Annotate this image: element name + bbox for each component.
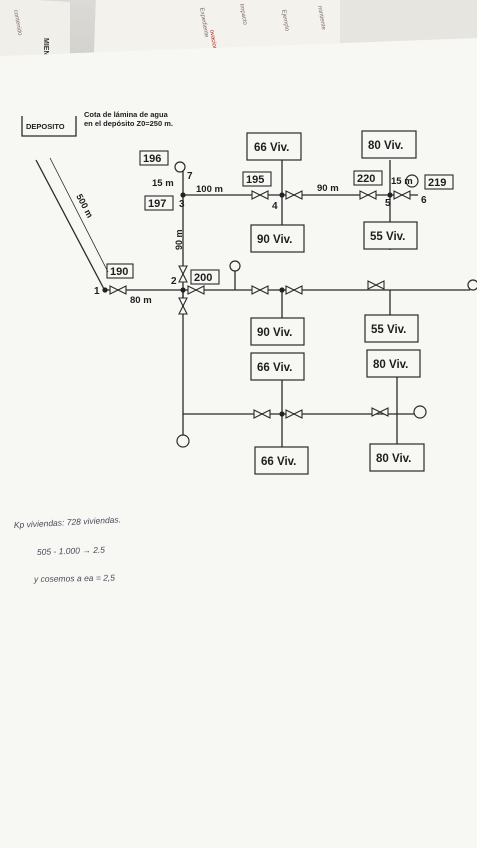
valve-main-far	[367, 280, 385, 290]
background-document: MIENTO Expediente mintiente Ejemplo Impa…	[12, 3, 326, 66]
deposit-note-line2: en el depósito Z0=250 m.	[84, 119, 173, 128]
block-box-bottom-right	[369, 443, 425, 472]
elevation-220: 220	[357, 173, 375, 185]
bg-doc-line: ovacion	[208, 29, 218, 50]
end-node-7	[174, 161, 186, 173]
handwritten-line-3: y cosemos a ea = 2,5	[33, 573, 115, 584]
elevation-219: 219	[428, 177, 446, 189]
pipe-0-1-guide	[49, 157, 109, 273]
valve-vertical-lower	[178, 297, 188, 315]
block-top-left: 66 Viv.	[254, 142, 289, 154]
length-1-2: 80 m	[130, 295, 152, 306]
block-top-right: 80 Viv.	[368, 140, 403, 152]
elevation-box-195	[242, 171, 272, 187]
block-mid-lower-right: 55 Viv.	[371, 324, 406, 336]
block-low-upper-right: 80 Viv.	[373, 359, 408, 371]
node-1-label: 1	[94, 286, 100, 297]
deposit-label: DEPOSITO	[26, 122, 65, 131]
length-3-7: 15 m	[152, 178, 174, 189]
length-3-4: 100 m	[196, 184, 223, 195]
valve-vertical-upper	[178, 265, 188, 283]
handwritten-line-2: 505 - 1.000 → 2.5	[37, 545, 106, 557]
deposit-note-line1: Cota de lámina de agua	[84, 110, 169, 119]
block-box-top-right	[361, 130, 417, 159]
length-0-1: 500 m	[74, 192, 95, 219]
junction-1	[102, 287, 108, 293]
handwritten-line-1: Kp viviendas: 728 viviendas.	[14, 514, 122, 530]
block-bottom-right: 80 Viv.	[376, 453, 411, 465]
block-box-mid-lower-left	[250, 317, 305, 346]
block-bottom-left: 66 Viv.	[261, 456, 296, 468]
length-4-5: 90 m	[317, 183, 339, 194]
node-2-label: 2	[171, 276, 177, 287]
elevation-195: 195	[246, 174, 264, 186]
bg-doc-line: Expediente	[198, 7, 209, 38]
bg-doc-line: Impacto	[238, 3, 248, 26]
end-node-right-main	[467, 279, 477, 291]
valve-5-left	[359, 190, 377, 200]
length-2-3: 90 m	[174, 229, 184, 250]
block-box-low-upper-right	[366, 349, 421, 378]
junction-left-bottom	[279, 411, 285, 417]
elevation-box-190	[106, 263, 134, 279]
block-box-mid-upper-left	[250, 224, 305, 253]
bg-doc-line: mintiente	[316, 5, 326, 31]
deposit-box	[21, 116, 77, 137]
block-low-upper-left: 66 Viv.	[257, 362, 292, 374]
valve-5-right	[393, 190, 411, 200]
bg-doc-line: contenido	[12, 9, 23, 36]
node-3-label: 3	[179, 199, 185, 210]
valve-bottom-left	[253, 409, 271, 419]
node-6-label: 6	[421, 195, 427, 206]
valve-main-left	[251, 285, 269, 295]
elevation-box-219	[424, 174, 454, 190]
valve-3-4-left	[251, 190, 269, 200]
block-mid-upper-right: 55 Viv.	[370, 231, 405, 243]
valve-bottom-mid	[285, 409, 303, 419]
length-5-6: 15 m	[391, 176, 413, 187]
node-4-label: 4	[272, 201, 278, 212]
block-mid-lower-left: 90 Viv.	[257, 327, 292, 339]
elevation-190: 190	[110, 266, 128, 278]
end-node-stub	[229, 260, 241, 272]
node-7-label: 7	[187, 171, 193, 182]
elevation-197: 197	[148, 198, 166, 210]
block-box-top-left	[246, 132, 302, 161]
valve-bottom-right	[371, 407, 389, 417]
pipe-0-1	[35, 159, 105, 290]
elevation-box-200	[190, 269, 220, 285]
bg-doc-line: Ejemplo	[280, 9, 290, 32]
end-node-bottom-left	[176, 434, 190, 448]
elevation-box-220	[353, 170, 383, 186]
block-box-mid-lower-right	[364, 314, 419, 343]
end-node-bottom-right	[413, 405, 427, 419]
block-mid-upper-left: 90 Viv.	[257, 234, 292, 246]
junction-4	[279, 192, 285, 198]
junction-2	[180, 287, 186, 293]
valve-4-right	[285, 190, 303, 200]
bg-doc-line: MIENTO	[42, 38, 49, 66]
block-box-mid-upper-right	[363, 221, 418, 250]
valve-main-right	[285, 285, 303, 295]
block-box-low-upper-left	[250, 352, 305, 381]
valve-1	[109, 285, 127, 295]
end-node-6	[405, 174, 419, 188]
valve-2	[187, 285, 205, 295]
junction-left-main	[279, 287, 285, 293]
junction-3	[180, 192, 186, 198]
junction-5	[387, 192, 393, 198]
elevation-box-197	[144, 195, 174, 211]
block-box-bottom-left	[254, 446, 309, 475]
node-5-label: 5	[385, 198, 391, 209]
elevation-box-196	[139, 150, 169, 166]
elevation-196: 196	[143, 153, 161, 165]
elevation-200: 200	[194, 272, 212, 284]
